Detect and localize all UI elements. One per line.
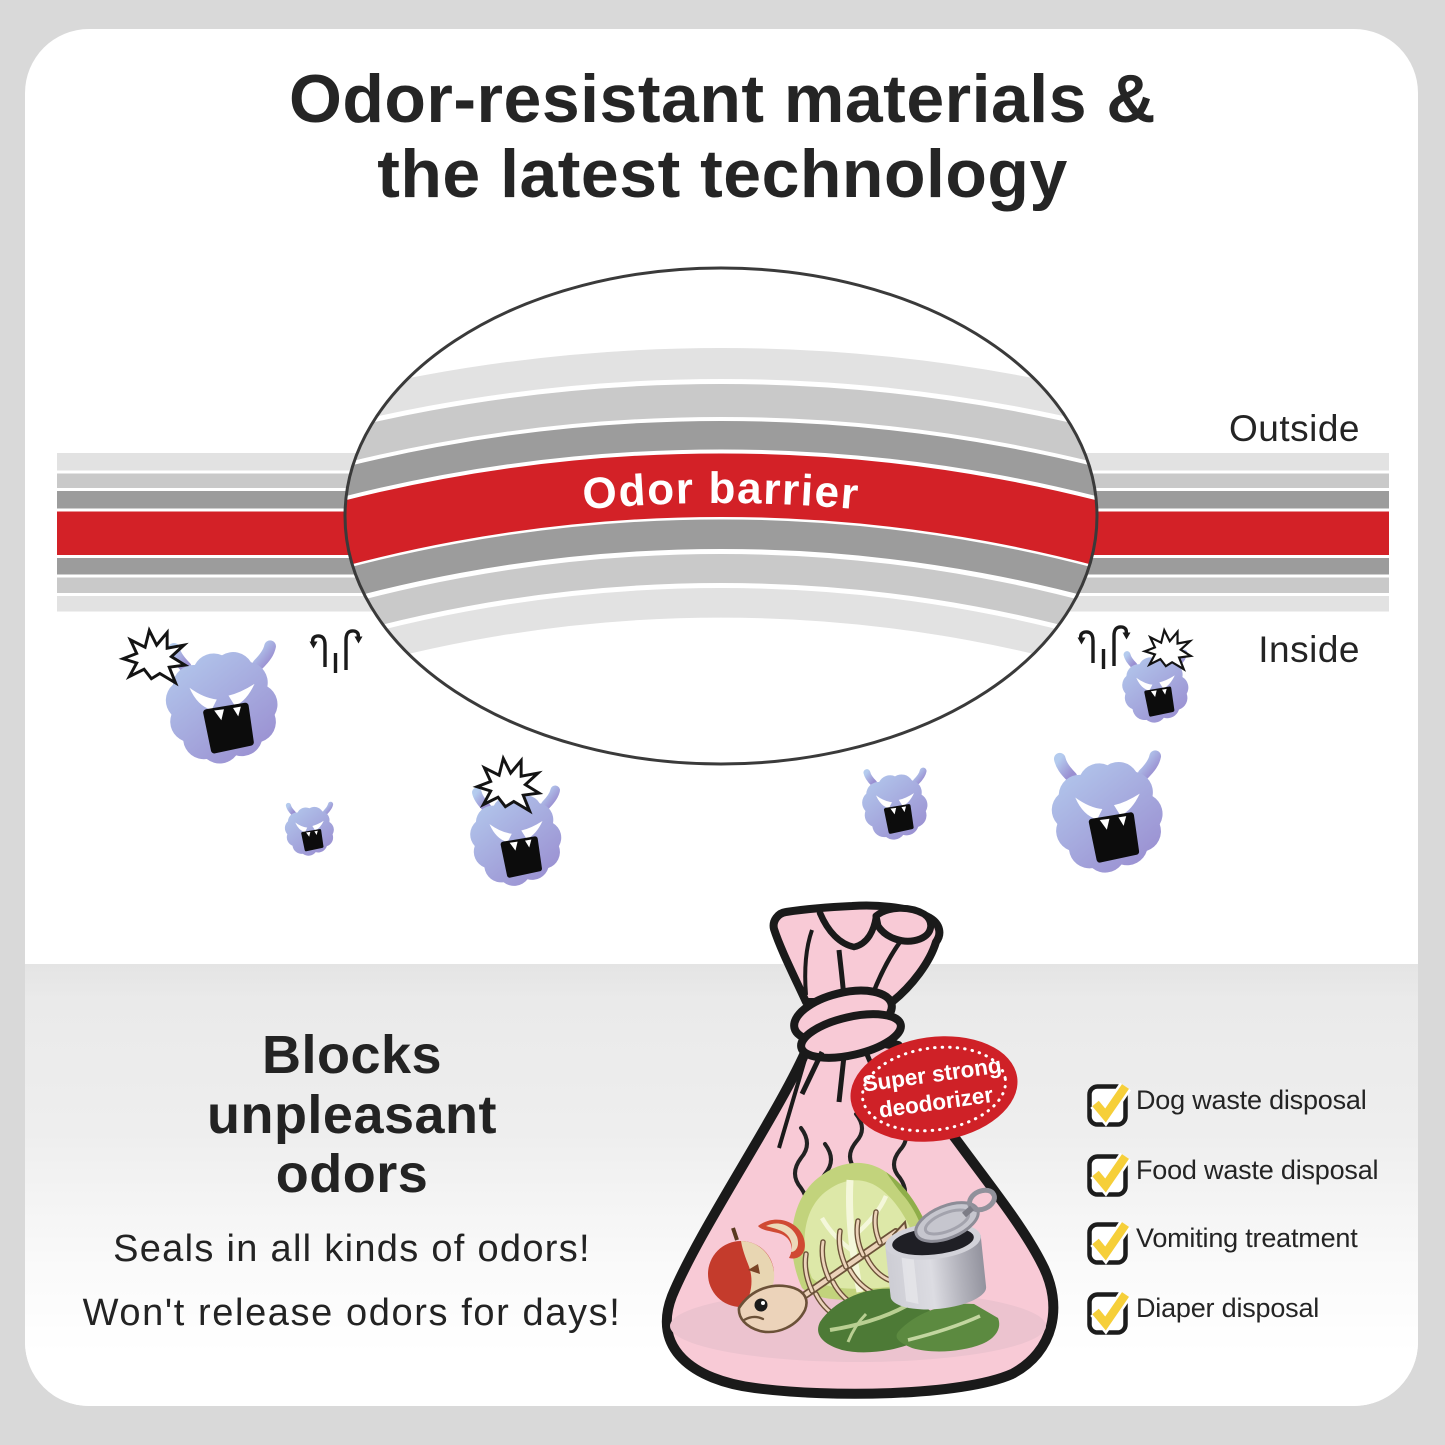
svg-text:Odor barrier: Odor barrier <box>581 464 862 519</box>
